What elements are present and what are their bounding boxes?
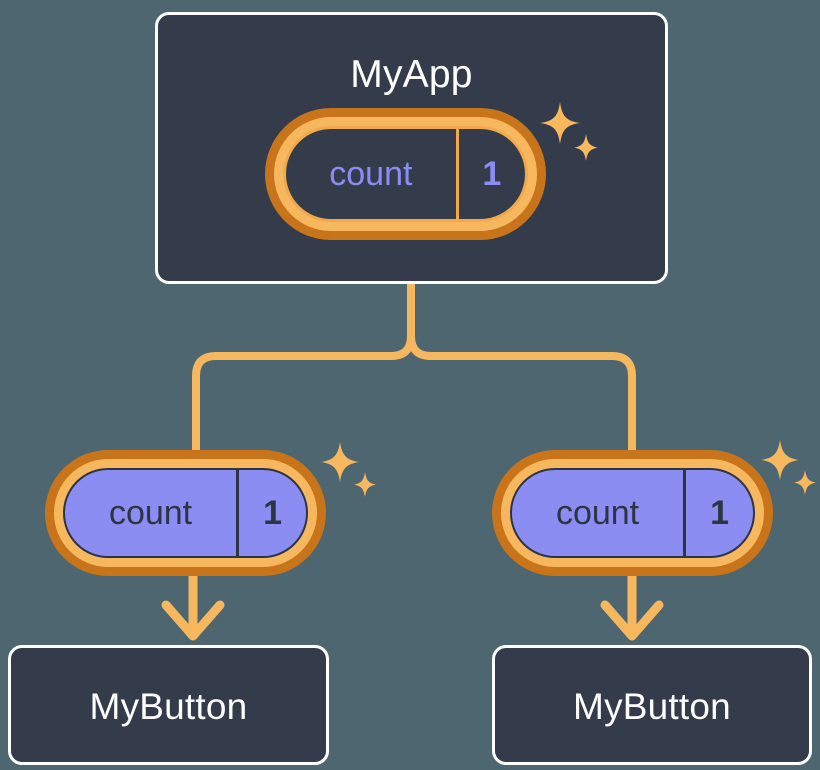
sparkle-icon (761, 440, 799, 480)
state-pill-key: count (329, 154, 413, 193)
sparkle-cluster-left (321, 442, 376, 497)
sparkle-small-icon (794, 470, 816, 495)
state-pill-key: count (555, 493, 640, 532)
state-pill-value: 1 (683, 470, 753, 556)
arrow-down-icon (600, 600, 664, 641)
state-pill-right[interactable]: count 1 (492, 450, 773, 576)
state-pill-value: 1 (236, 470, 306, 556)
state-pill-key: count (108, 493, 193, 532)
sparkle-icon (321, 442, 359, 482)
branch-connector-icon (192, 280, 415, 456)
state-pill-ring-inner: count 1 (54, 459, 317, 567)
state-pill-ring-inner: count 1 (501, 459, 764, 567)
mybutton-card-right[interactable]: MyButton (492, 645, 812, 765)
state-pill-body: count 1 (63, 468, 308, 558)
state-pill-myapp[interactable]: count 1 (265, 108, 546, 240)
state-pill-value: 1 (455, 129, 525, 219)
myapp-card-title: MyApp (350, 53, 473, 96)
mybutton-card-title: MyButton (89, 686, 248, 727)
state-pill-ring-inner: count 1 (274, 117, 537, 231)
state-pill-body: count 1 (283, 126, 528, 222)
state-pill-left[interactable]: count 1 (45, 450, 326, 576)
sparkle-small-icon (354, 472, 376, 497)
mybutton-card-title: MyButton (573, 686, 731, 727)
state-pill-body: count 1 (510, 468, 755, 558)
branch-connector-icon (407, 280, 636, 456)
arrow-down-icon (161, 600, 225, 641)
mybutton-card-left[interactable]: MyButton (8, 645, 329, 765)
